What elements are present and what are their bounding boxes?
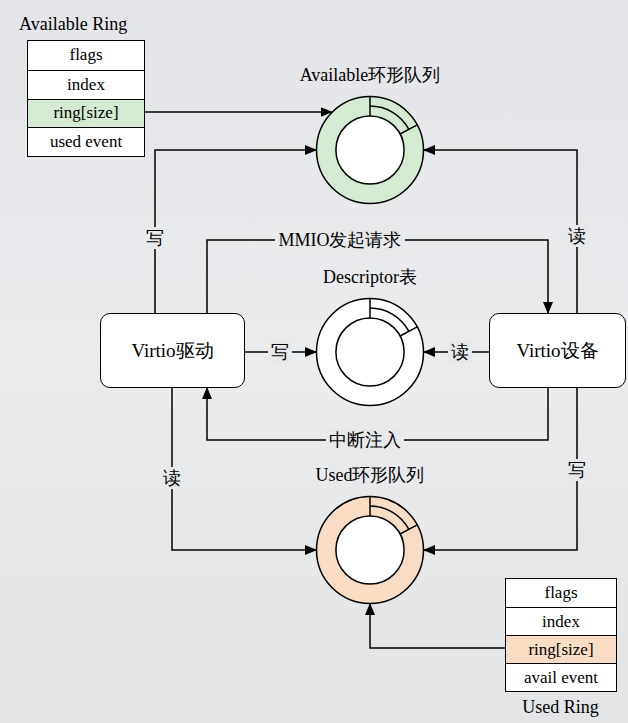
connector-arrow xyxy=(370,604,505,648)
connector-arrow xyxy=(172,388,316,550)
ring-inner xyxy=(336,318,404,386)
ring-outer xyxy=(317,97,424,204)
table-field: flags xyxy=(506,579,616,607)
edge-label: 读 xyxy=(448,341,472,363)
edge-label: 读 xyxy=(160,467,184,489)
table-title: Available Ring xyxy=(19,14,127,35)
ring-inner xyxy=(336,516,404,584)
edge-label: MMIO发起请求 xyxy=(275,229,404,251)
struct-table: Available Ringflagsindexring[size]used e… xyxy=(27,40,145,157)
ring-outline xyxy=(315,95,425,205)
ring-queue: Used环形队列 xyxy=(315,495,425,605)
ring-title: Available环形队列 xyxy=(300,63,441,87)
box-label: Virtio驱动 xyxy=(131,338,213,364)
ring-outer xyxy=(317,299,424,406)
process-box: Virtio驱动 xyxy=(100,313,245,388)
table-field: ring[size] xyxy=(28,99,144,128)
ring-outline xyxy=(315,495,425,605)
table-field: index xyxy=(506,607,616,635)
ring-outline xyxy=(315,297,425,407)
struct-table: flagsindexring[size]avail eventUsed Ring xyxy=(505,578,617,692)
ring-queue: Descriptor表 xyxy=(315,297,425,407)
edge-label: 读 xyxy=(565,225,589,247)
edge-label: 写 xyxy=(268,341,292,363)
edge-label: 写 xyxy=(143,227,167,249)
edge-label: 写 xyxy=(565,459,589,481)
ring-slot xyxy=(370,506,409,529)
connector-arrow xyxy=(145,111,332,113)
table-field: index xyxy=(28,70,144,99)
table-field: avail event xyxy=(506,663,616,691)
ring-title: Used环形队列 xyxy=(316,463,425,487)
table-field: flags xyxy=(28,41,144,70)
ring-outer xyxy=(317,497,424,604)
ring-queue: Available环形队列 xyxy=(315,95,425,205)
box-label: Virtio设备 xyxy=(516,338,598,364)
connector-arrow xyxy=(424,388,577,550)
ring-title: Descriptor表 xyxy=(323,265,417,289)
ring-inner xyxy=(336,116,404,184)
ring-slot xyxy=(370,308,409,331)
table-field: ring[size] xyxy=(506,635,616,663)
connector-arrow xyxy=(424,150,577,313)
ring-slot xyxy=(370,106,409,129)
table-title: Used Ring xyxy=(522,697,599,718)
table-field: used event xyxy=(28,127,144,156)
process-box: Virtio设备 xyxy=(489,313,626,388)
edge-label: 中断注入 xyxy=(326,429,404,451)
